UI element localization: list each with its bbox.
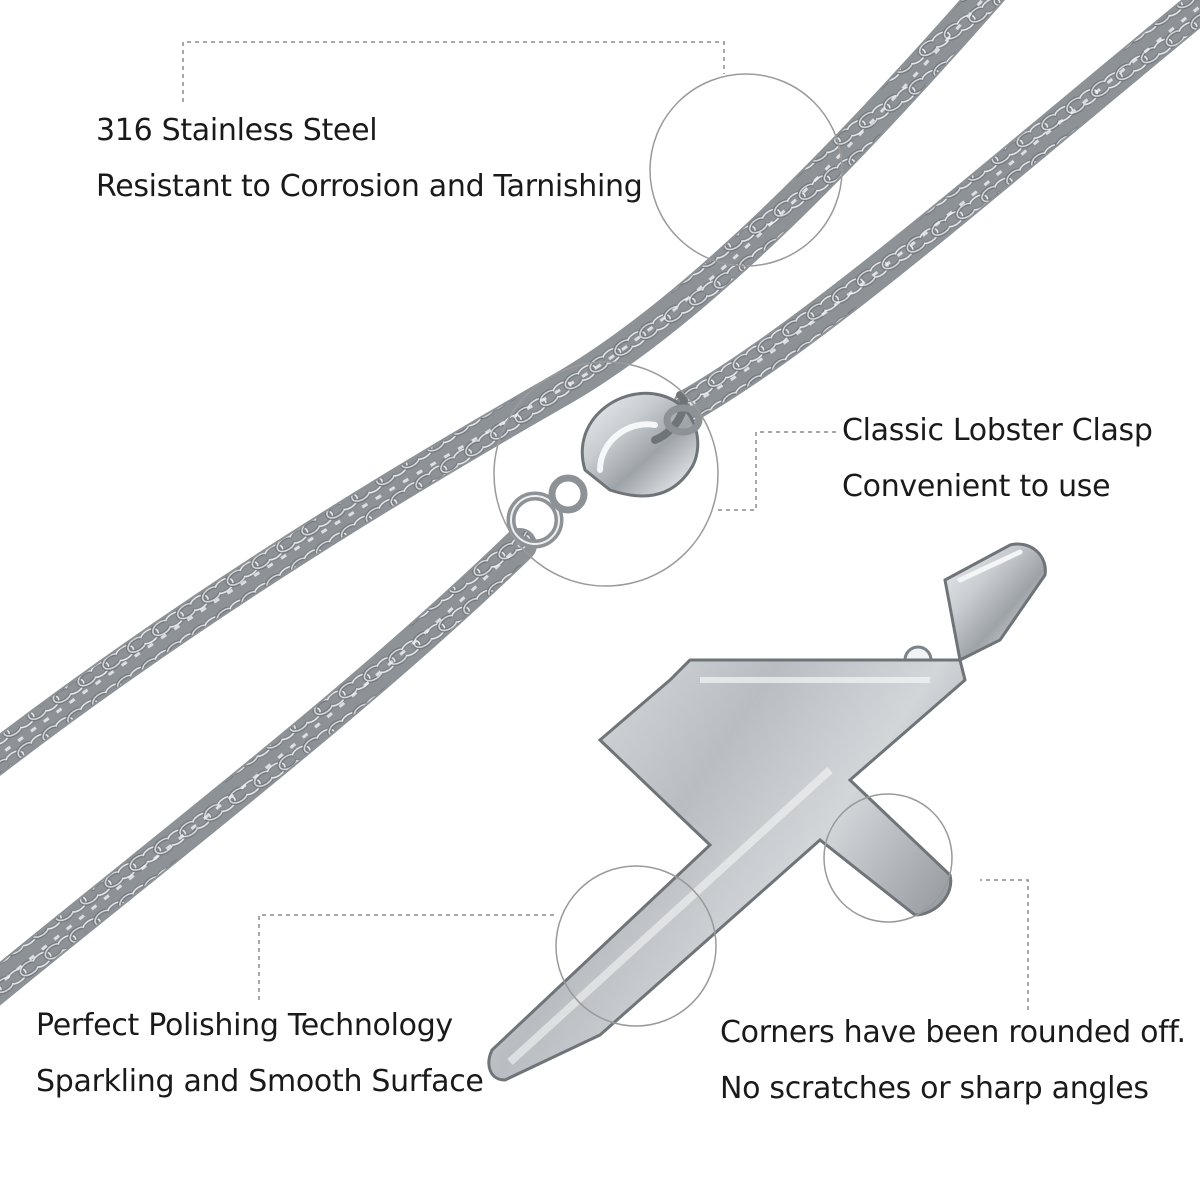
detail-circle-surface	[555, 865, 717, 1027]
caption-line: 316 Stainless Steel	[96, 113, 378, 148]
detail-circle-clasp	[493, 361, 719, 587]
caption-line: Corners have been rounded off.	[720, 1015, 1186, 1050]
caption-line: Convenient to use	[842, 469, 1111, 504]
caption-rounded-corners: Corners have been rounded off. No scratc…	[720, 1005, 1186, 1117]
caption-line: Classic Lobster Clasp	[842, 413, 1153, 448]
caption-line: Resistant to Corrosion and Tarnishing	[96, 169, 643, 204]
caption-lobster-clasp: Classic Lobster Clasp Convenient to use	[842, 403, 1153, 515]
caption-polishing: Perfect Polishing Technology Sparkling a…	[36, 998, 484, 1110]
detail-circle-chain	[649, 73, 843, 267]
caption-stainless-steel: 316 Stainless Steel Resistant to Corrosi…	[96, 103, 643, 215]
cross-pendant	[487, 542, 1047, 1082]
leader-line-corners	[980, 879, 1029, 1010]
leader-line-polish	[258, 914, 556, 1000]
leader-line-steel	[182, 41, 725, 102]
caption-line: Perfect Polishing Technology	[36, 1008, 453, 1043]
leader-line-clasp	[718, 431, 836, 511]
detail-circle-corner	[823, 793, 953, 923]
lobster-clasp	[506, 391, 703, 549]
caption-line: Sparkling and Smooth Surface	[36, 1064, 484, 1099]
caption-line: No scratches or sharp angles	[720, 1071, 1149, 1106]
